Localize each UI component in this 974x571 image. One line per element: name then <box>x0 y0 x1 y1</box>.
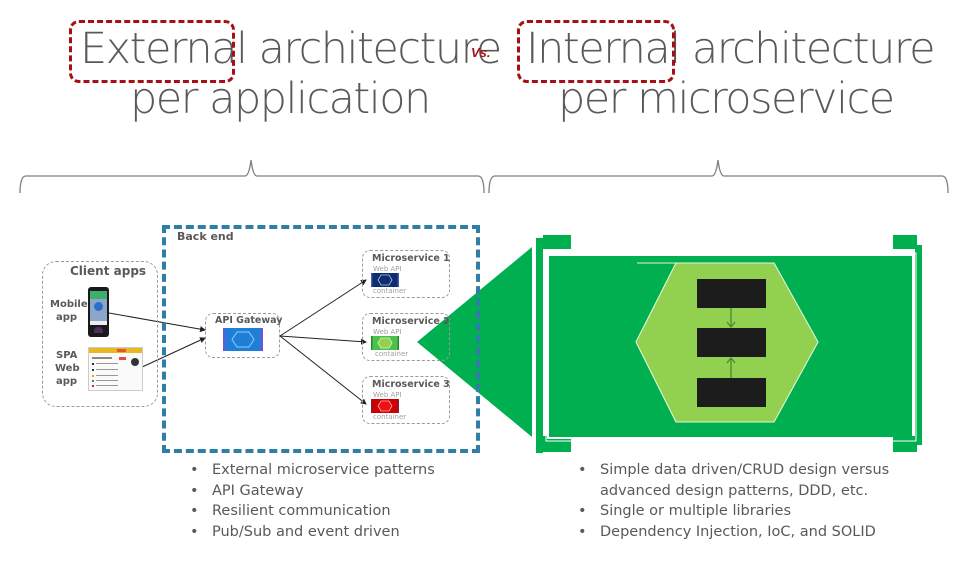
internal-highlight-box <box>517 20 675 83</box>
bullet-item: Single or multiple libraries <box>574 501 889 522</box>
gateway-to-ms3-arrow <box>279 335 367 405</box>
bullet-item: Dependency Injection, IoC, and SOLID <box>574 522 889 543</box>
left-title-rest: architecture <box>258 24 503 74</box>
left-title-highlight: External <box>80 24 248 74</box>
external-highlight-box <box>69 20 235 83</box>
external-bullets: External microservice patterns API Gatew… <box>186 460 435 542</box>
mobile-phone-icon <box>88 287 109 337</box>
right-brace <box>488 159 949 194</box>
api-gateway-node: API Gateway <box>205 313 283 358</box>
right-title-line-1: Internal architecture <box>526 28 936 71</box>
internal-bullets: Simple data driven/CRUD design versus ad… <box>574 460 889 542</box>
gateway-to-ms1-arrow <box>279 279 367 337</box>
api-gateway-icon <box>223 328 263 351</box>
microservice-2-icon <box>371 336 399 350</box>
left-brace <box>19 159 485 194</box>
bullet-item: External microservice patterns <box>186 460 435 481</box>
client-apps-group <box>42 261 158 407</box>
microservice-3-title: Microservice 3 <box>372 379 450 390</box>
microservice-1-container-label: container <box>373 287 407 295</box>
microservice-3-icon <box>371 399 399 413</box>
left-title-line-1: External architecture <box>80 28 502 71</box>
bullet-item: API Gateway <box>186 481 435 502</box>
microservice-2-title: Microservice 2 <box>372 316 450 327</box>
big-container <box>536 235 922 453</box>
backend-title: Back end <box>177 230 234 243</box>
microservice-3-node: Microservice 3 Web API container <box>362 376 450 424</box>
bullet-item-continuation: advanced design patterns, DDD, etc. <box>600 482 869 499</box>
microservice-2-webapi-label: Web API <box>373 328 402 336</box>
microservice-1-title: Microservice 1 <box>372 253 450 264</box>
versus-label: Vs. <box>471 45 491 60</box>
microservice-3-webapi-label: Web API <box>373 391 402 399</box>
backend-group <box>162 225 480 453</box>
spa-app-label-2: Web <box>55 363 80 374</box>
microservice-1-webapi-label: Web API <box>373 265 402 273</box>
right-title-rest: architecture <box>691 24 936 74</box>
microservice-3-container-label: container <box>373 413 407 421</box>
bullet-item: Pub/Sub and event driven <box>186 522 435 543</box>
mobile-app-label-1: Mobile <box>50 299 88 310</box>
bullet-item: Resilient communication <box>186 501 435 522</box>
right-title-line-2: per microservice <box>558 74 895 124</box>
spa-to-gateway-arrow <box>139 337 206 369</box>
microservice-2-node: Microservice 2 Web API container <box>362 313 450 361</box>
microservice-1-node: Microservice 1 Web API container <box>362 250 450 298</box>
client-apps-title: Client apps <box>70 264 147 278</box>
spa-app-label-1: SPA <box>56 350 78 361</box>
bullet-item: Simple data driven/CRUD design versus <box>574 460 889 481</box>
api-gateway-label: API Gateway <box>215 315 283 326</box>
spa-app-label-3: app <box>56 376 78 387</box>
gateway-to-ms2-arrow <box>279 335 367 345</box>
microservice-1-icon <box>371 273 399 287</box>
spa-web-app-screenshot-icon <box>88 347 143 391</box>
mobile-app-label-2: app <box>56 312 78 323</box>
microservice-2-container-label: container <box>375 350 409 358</box>
layer-block-1 <box>697 279 766 308</box>
right-title-highlight: Internal <box>526 24 681 74</box>
layer-block-2 <box>697 328 766 357</box>
layer-block-3 <box>697 378 766 407</box>
zoom-wedge <box>417 247 532 437</box>
left-title-line-2: per application <box>130 74 431 124</box>
